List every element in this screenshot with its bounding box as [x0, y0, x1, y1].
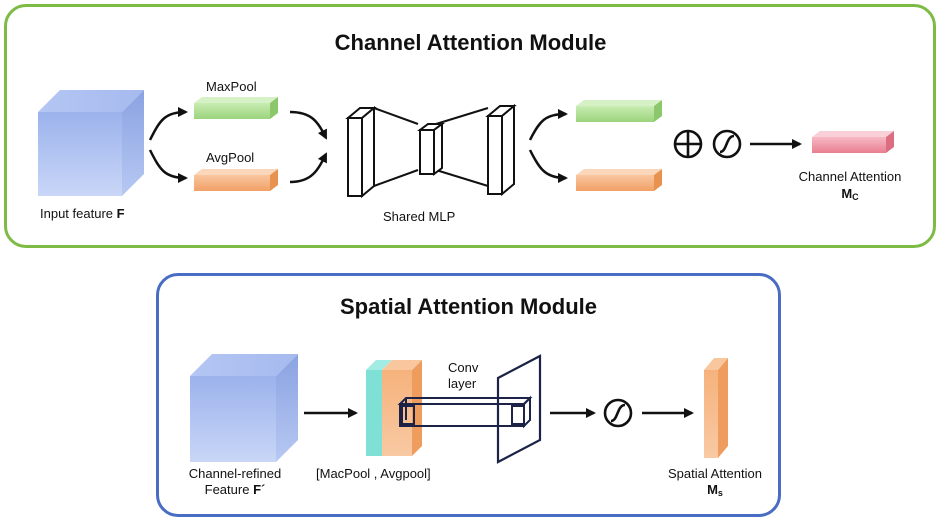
channel-refined-feature-label: Channel-refined Feature F´ — [188, 466, 282, 497]
avgpool-label: AvgPool — [206, 150, 255, 165]
pool-maps-label: [MacPool , Avgpool] — [316, 466, 431, 481]
sum-icon — [673, 129, 703, 159]
maxpool-bar — [194, 97, 278, 119]
sigmoid-icon — [712, 129, 742, 159]
shared-mlp — [345, 103, 517, 199]
channel-refined-feature-cube — [190, 354, 298, 462]
channel-attention-bar — [812, 131, 894, 153]
mlp-out-arrow-up — [528, 109, 568, 141]
split-arrow-down — [148, 149, 188, 183]
merge-arrow-from-avgpool — [289, 152, 328, 184]
mlp-out-arrow-down — [528, 149, 568, 183]
conv-layer-plane — [496, 354, 542, 464]
input-feature-cube — [38, 90, 144, 196]
spatial-attention-map — [704, 358, 728, 458]
split-arrow-up — [148, 107, 188, 141]
maxpool-label: MaxPool — [206, 79, 257, 94]
mlp-output-avgpool-bar — [576, 169, 662, 191]
spatial-module-title: Spatial Attention Module — [339, 294, 598, 319]
conv-layer-label: Conv layer — [448, 360, 479, 391]
channel-attention-label: Channel Attention MC — [798, 169, 902, 202]
spatial-attention-label: Spatial Attention Ms — [668, 466, 762, 498]
mlp-output-maxpool-bar — [576, 100, 662, 122]
channel-attention-module — [4, 4, 936, 248]
merge-arrow-from-maxpool — [289, 110, 328, 140]
shared-mlp-label: Shared MLP — [383, 209, 456, 224]
spatial-sigmoid-icon — [603, 398, 633, 428]
conv-kernel — [397, 395, 533, 429]
channel-module-title: Channel Attention Module — [334, 30, 607, 55]
avgpool-bar — [194, 169, 278, 191]
input-feature-label: Input feature F — [40, 206, 125, 221]
